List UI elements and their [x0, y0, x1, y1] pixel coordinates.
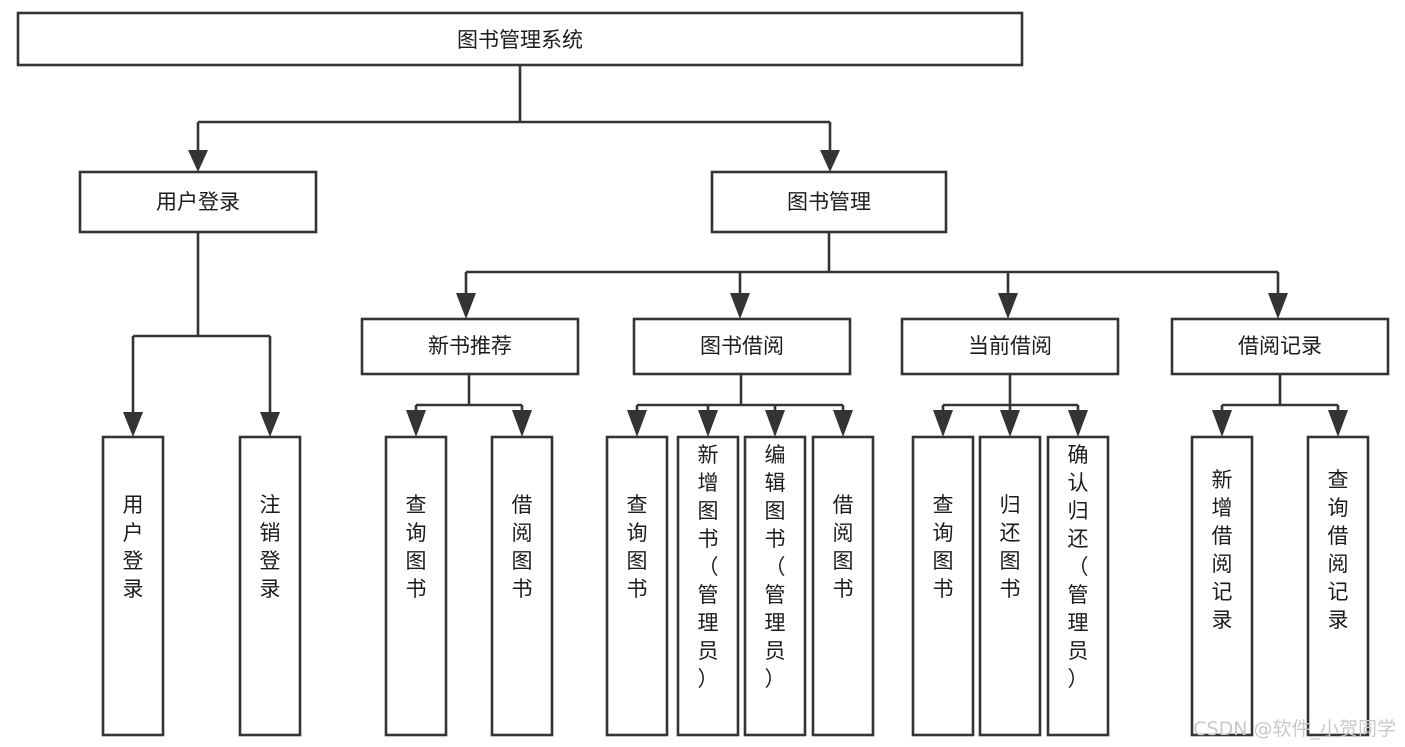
arrow-head-leaf13	[1328, 410, 1348, 437]
node-leaf9[interactable]: 查询图书	[911, 435, 975, 737]
node-leaf1[interactable]: 用户登录	[101, 435, 165, 737]
arrow-head-record	[1268, 293, 1288, 319]
node-leaf12-label: 新增借阅记录	[1212, 468, 1233, 632]
node-leaf4[interactable]: 借阅图书	[490, 435, 554, 737]
arrow-head-newbook	[456, 293, 476, 319]
node-login-label: 用户登录	[156, 190, 240, 214]
node-leaf12[interactable]: 新增借阅记录	[1190, 435, 1254, 737]
node-leaf6[interactable]: 新增图书（管理员）	[676, 435, 740, 737]
node-current[interactable]: 当前借阅	[900, 317, 1120, 376]
node-bookmgmt-label: 图书管理	[787, 190, 871, 214]
node-leaf13-box[interactable]	[1306, 435, 1370, 737]
node-leaf8-label: 借阅图书	[833, 493, 854, 601]
arrow-head-leaf4	[512, 410, 532, 437]
arrow-head-leaf9	[933, 410, 953, 437]
node-leaf2-label: 注销登录	[260, 493, 281, 601]
node-leaf10[interactable]: 归还图书	[978, 435, 1042, 737]
node-leaf11-box[interactable]	[1046, 435, 1110, 737]
node-leaf4-label: 借阅图书	[512, 493, 533, 601]
node-login[interactable]: 用户登录	[78, 170, 318, 234]
node-record-label: 借阅记录	[1238, 334, 1322, 358]
arrow-head-leaf3	[406, 410, 426, 437]
node-leaf6-label: 新增图书（管理员）	[698, 443, 719, 691]
node-leaf7-label: 编辑图书（管理员）	[765, 443, 786, 691]
connector-layer	[123, 65, 1348, 437]
node-leaf8-box[interactable]	[811, 435, 875, 737]
node-record[interactable]: 借阅记录	[1170, 317, 1390, 376]
node-leaf10-box[interactable]	[978, 435, 1042, 737]
node-leaf13-label: 查询借阅记录	[1328, 468, 1349, 632]
arrow-head-leaf10	[1000, 410, 1020, 437]
node-login-box[interactable]	[78, 170, 318, 234]
node-leaf6-box[interactable]	[676, 435, 740, 737]
node-leaf11[interactable]: 确认归还（管理员）	[1046, 435, 1110, 737]
node-newbook[interactable]: 新书推荐	[360, 317, 580, 376]
node-leaf5-label: 查询图书	[627, 493, 648, 601]
node-leaf5-box[interactable]	[605, 435, 669, 737]
arrow-head-current	[998, 293, 1018, 319]
csdn-watermark: CSDN @软件_小贺同学	[1193, 718, 1396, 740]
node-leaf3[interactable]: 查询图书	[384, 435, 448, 737]
node-newbook-label: 新书推荐	[428, 334, 512, 358]
node-leaf13[interactable]: 查询借阅记录	[1306, 435, 1370, 737]
node-leaf12-box[interactable]	[1190, 435, 1254, 737]
node-leaf11-label: 确认归还（管理员）	[1068, 443, 1089, 691]
node-current-box[interactable]	[900, 317, 1120, 376]
node-newbook-box[interactable]	[360, 317, 580, 376]
node-leaf9-box[interactable]	[911, 435, 975, 737]
node-leaf4-box[interactable]	[490, 435, 554, 737]
node-record-box[interactable]	[1170, 317, 1390, 376]
arrow-head-leaf1	[123, 412, 143, 437]
node-leaf9-label: 查询图书	[933, 493, 954, 601]
node-leaf7-box[interactable]	[743, 435, 807, 737]
arrow-head-leaf6	[698, 410, 718, 437]
node-current-label: 当前借阅	[968, 334, 1052, 358]
arrow-head-borrow	[730, 293, 750, 319]
node-leaf1-box[interactable]	[101, 435, 165, 737]
node-root-label: 图书管理系统	[457, 28, 583, 52]
arrow-head-leaf12	[1212, 410, 1232, 437]
node-borrow-label: 图书借阅	[700, 334, 784, 358]
arrow-head-leaf7	[765, 410, 785, 437]
node-leaf8[interactable]: 借阅图书	[811, 435, 875, 737]
node-bookmgmt[interactable]: 图书管理	[710, 170, 948, 234]
node-borrow-box[interactable]	[632, 317, 852, 376]
node-bookmgmt-box[interactable]	[710, 170, 948, 234]
arrow-head-leaf2	[260, 412, 280, 437]
node-leaf5[interactable]: 查询图书	[605, 435, 669, 737]
node-root-box[interactable]	[16, 11, 1024, 67]
node-leaf1-label: 用户登录	[123, 493, 144, 601]
node-leaf3-box[interactable]	[384, 435, 448, 737]
node-leaf3-label: 查询图书	[406, 493, 427, 601]
arrow-head-leaf11	[1068, 410, 1088, 437]
node-leaf2[interactable]: 注销登录	[238, 435, 302, 737]
node-leaf2-box[interactable]	[238, 435, 302, 737]
node-leaf10-label: 归还图书	[1000, 493, 1021, 601]
node-root[interactable]: 图书管理系统	[16, 11, 1024, 67]
arrow-head-bookmgmt	[820, 150, 840, 172]
node-leaf7[interactable]: 编辑图书（管理员）	[743, 435, 807, 737]
arrow-head-leaf8	[833, 410, 853, 437]
arrow-head-leaf5	[627, 410, 647, 437]
node-borrow[interactable]: 图书借阅	[632, 317, 852, 376]
arrow-head-login	[188, 150, 208, 172]
